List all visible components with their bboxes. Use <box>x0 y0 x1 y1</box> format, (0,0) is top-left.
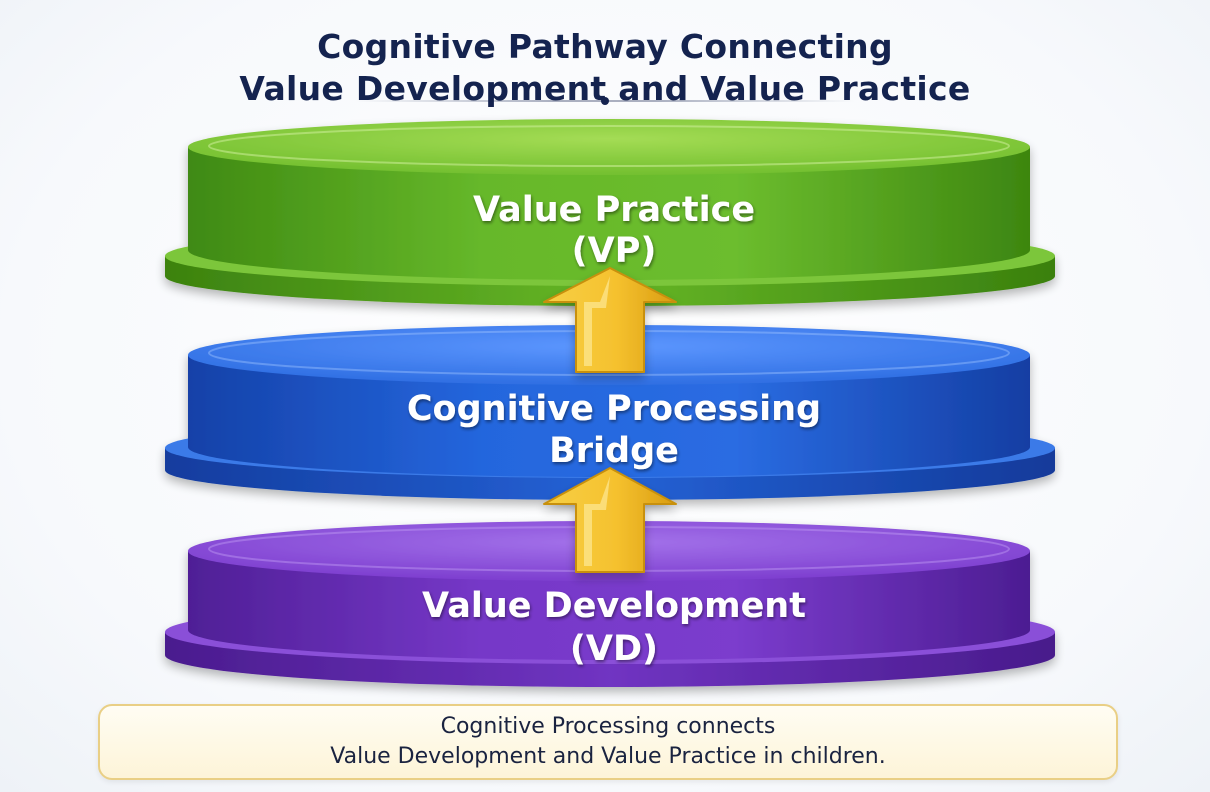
caption-line-2: Value Development and Value Practice in … <box>330 744 886 769</box>
diagram-title: Cognitive Pathway Connecting Value Devel… <box>0 26 1210 110</box>
tier-bottom-label-line-2: (VD) <box>570 629 658 669</box>
arrow-up-icon <box>543 467 677 573</box>
title-line-1: Cognitive Pathway Connecting <box>317 27 893 66</box>
tier-top-label-line-1: Value Practice <box>473 190 755 230</box>
tier-middle-label-line-2: Bridge <box>549 431 679 471</box>
title-divider-dot <box>601 97 609 105</box>
caption-line-1: Cognitive Processing connects <box>440 714 776 739</box>
tier-middle-label-line-1: Cognitive Processing <box>407 389 821 429</box>
arrow-up-icon <box>543 267 677 373</box>
tier-top-label-line-2: (VP) <box>572 231 657 271</box>
tier-value-development <box>165 521 1055 687</box>
caption-box: Cognitive Processing connects Value Deve… <box>98 704 1118 780</box>
tier-bottom-label-line-1: Value Development <box>422 586 806 626</box>
